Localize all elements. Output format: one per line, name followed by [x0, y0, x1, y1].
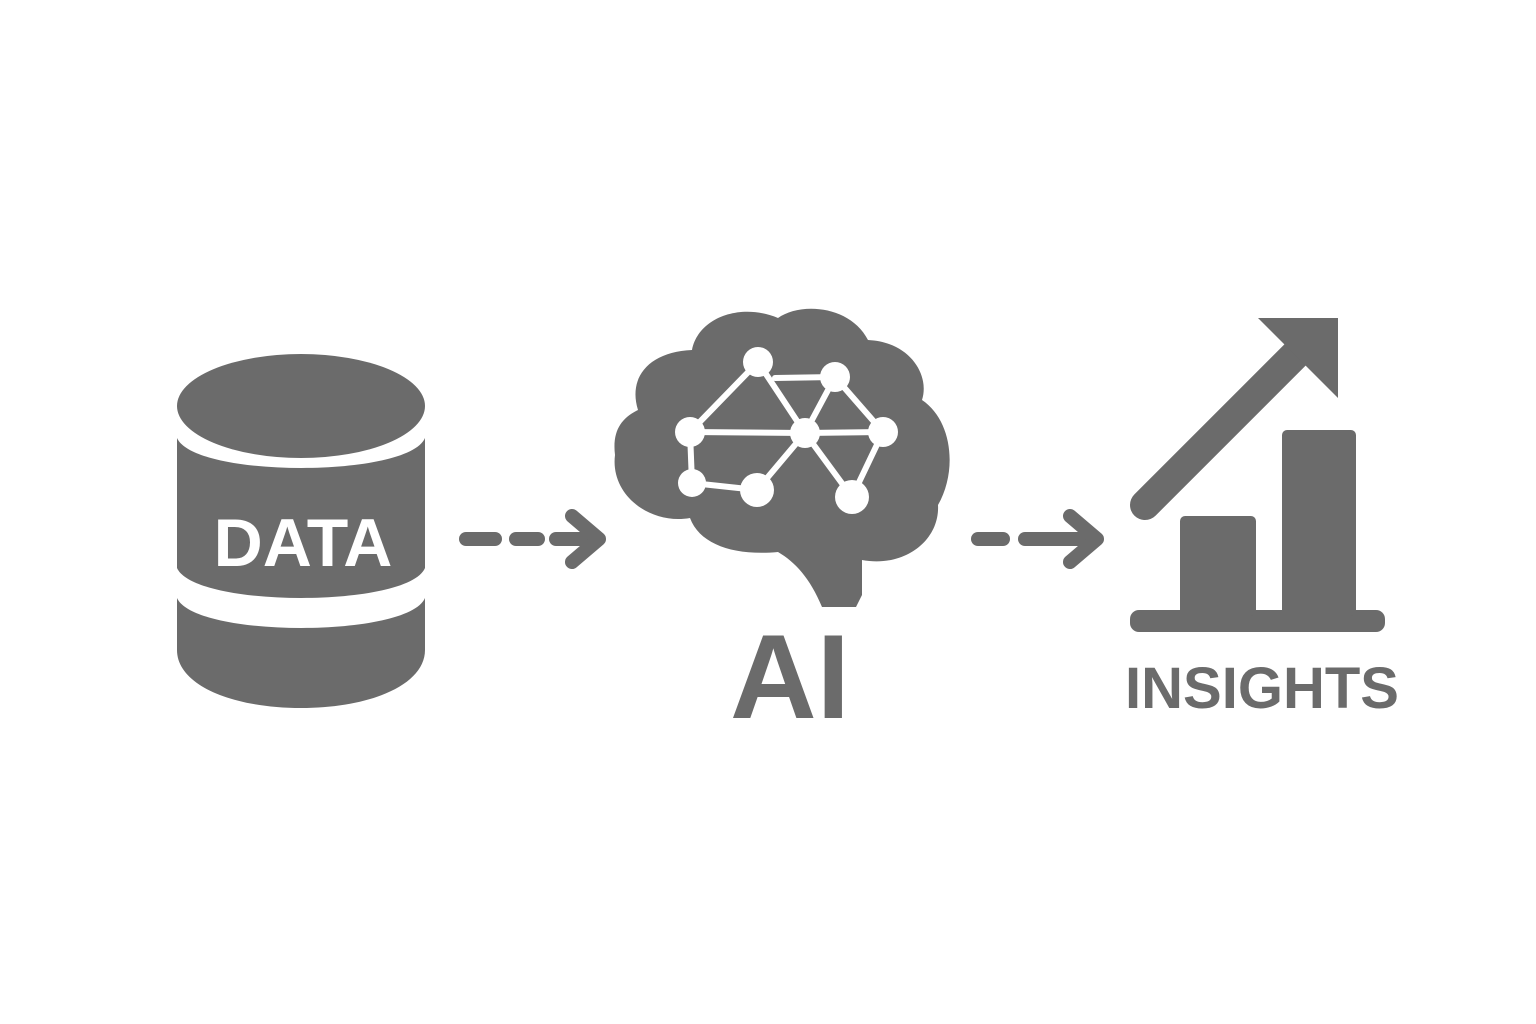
growth-chart-icon: [1130, 318, 1385, 632]
dashed-arrow-ai-to-insights: [971, 509, 1104, 569]
database-label: DATA: [214, 505, 393, 581]
insights-label: INSIGHTS: [1125, 656, 1399, 721]
dashed-arrow-data-to-ai: [459, 509, 606, 569]
database-icon: [177, 354, 425, 708]
ai-label: AI: [730, 610, 850, 744]
brain-network-icon: [614, 308, 950, 607]
